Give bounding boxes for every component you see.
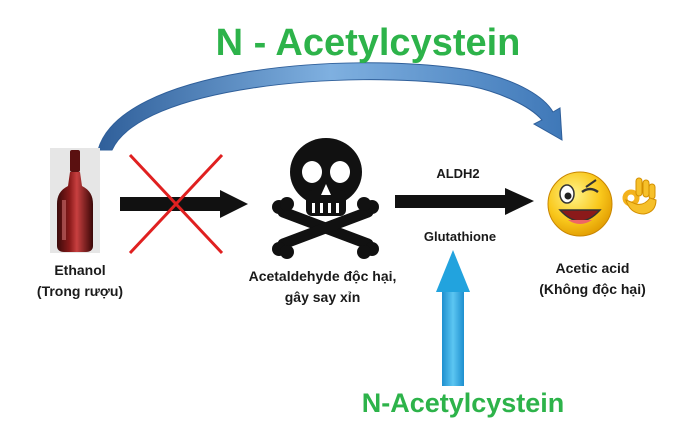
aldh2-arrow (395, 188, 534, 215)
ethanol-name: Ethanol (20, 260, 140, 281)
title-bottom: N-Acetylcystein (338, 386, 588, 420)
ok-hand-icon (625, 178, 656, 214)
upward-arrow (436, 250, 470, 386)
ethanol-label: Ethanol (Trong rượu) (20, 260, 140, 302)
skull-crossbones-icon (272, 138, 379, 259)
acetaldehyde-name: Acetaldehyde độc hại, (230, 266, 415, 287)
title-top: N - Acetylcystein (198, 20, 538, 66)
acetic-acid-name: Acetic acid (525, 258, 660, 279)
ethanol-note: (Trong rượu) (20, 281, 140, 302)
curved-bypass-arrow (98, 63, 562, 150)
aldh2-label: ALDH2 (418, 163, 498, 184)
winking-smiley-icon (548, 172, 612, 236)
glutathione-label: Glutathione (405, 226, 515, 247)
acetic-acid-note: (Không độc hại) (525, 279, 660, 300)
wine-bottle-icon (50, 148, 100, 253)
acetaldehyde-note: gây say xỉn (230, 287, 415, 308)
acetic-acid-label: Acetic acid (Không độc hại) (525, 258, 660, 300)
acetaldehyde-label: Acetaldehyde độc hại, gây say xỉn (230, 266, 415, 308)
